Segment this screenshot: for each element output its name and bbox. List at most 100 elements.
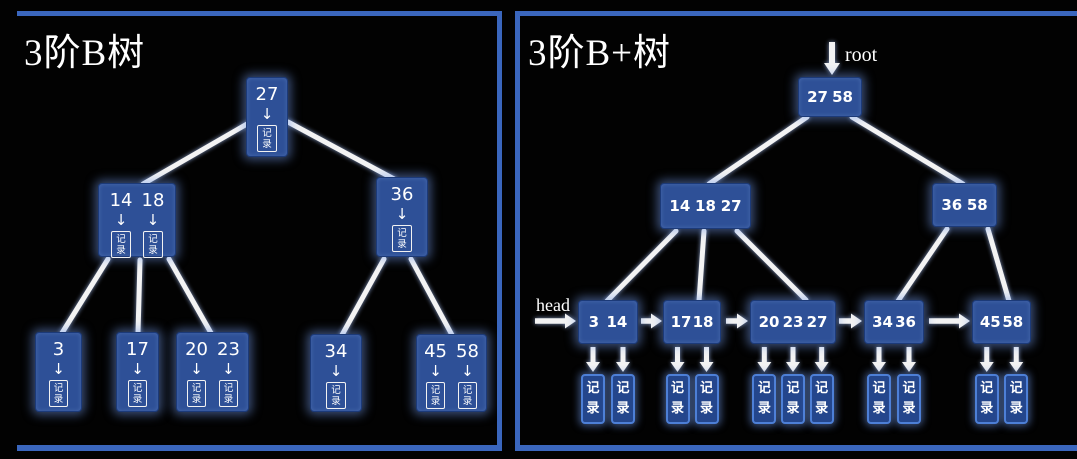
record-box: 记录 <box>48 380 69 407</box>
record-box: 记录 <box>781 374 805 424</box>
tree-edge <box>140 121 250 187</box>
record-label-char: 录 <box>902 401 916 416</box>
down-arrow-icon: ↓ <box>429 362 442 380</box>
node-key: 27 <box>720 197 742 215</box>
record-label-char: 录 <box>586 401 600 416</box>
record-arrow-icon <box>902 347 916 372</box>
record-box: 记录 <box>143 231 163 258</box>
record-box: 记录 <box>581 374 605 424</box>
record-label-char: 录 <box>815 401 829 416</box>
record-box: 记录 <box>809 374 834 424</box>
record-label-char: 录 <box>397 239 407 250</box>
tree-edge <box>895 226 950 304</box>
tree-edge <box>849 114 966 187</box>
tree-edge <box>604 228 679 304</box>
record-label-char: 录 <box>116 245 126 256</box>
bplustree-panel <box>515 11 1077 451</box>
node-key: 23 <box>217 339 240 360</box>
record-label-char: 录 <box>1009 401 1023 416</box>
record-label-char: 记 <box>223 383 234 394</box>
record-arrow-icon <box>616 347 630 372</box>
node-key: 18 <box>692 313 714 331</box>
record-label-char: 记 <box>980 381 994 396</box>
record-label-char: 记 <box>699 381 713 396</box>
record-box: 记录 <box>1004 374 1029 424</box>
leaf-link-arrow-icon <box>929 313 970 329</box>
record-arrow-icon <box>586 347 600 372</box>
node-key: 18 <box>695 197 716 215</box>
record-arrow-icon <box>872 347 886 372</box>
node-key-column: 3↓记录 <box>48 339 69 411</box>
node-key: 36 <box>941 196 963 214</box>
record-box: 记录 <box>974 374 999 424</box>
record-box: 记录 <box>867 374 891 424</box>
record-label-char: 记 <box>1009 381 1023 396</box>
tree-edge <box>135 257 143 336</box>
record-label-char: 记 <box>191 383 202 394</box>
record-arrow-icon <box>786 347 800 372</box>
record-arrow-icon <box>814 347 829 372</box>
node-key: 17 <box>126 339 149 360</box>
record-box: 记录 <box>186 380 207 407</box>
down-arrow-icon: ↓ <box>114 211 128 229</box>
btree-title: 3阶B树 <box>24 33 146 74</box>
node-key: 14 <box>606 313 628 331</box>
tree-edge <box>339 256 387 338</box>
record-label-char: 记 <box>116 234 126 245</box>
record-label-char: 录 <box>430 396 441 407</box>
node-key: 20 <box>185 339 208 360</box>
btree-node-34: 34↓记录 <box>310 334 362 412</box>
record-label-char: 记 <box>670 381 684 396</box>
record-label-char: 记 <box>902 381 916 396</box>
record-label-char: 录 <box>53 394 64 405</box>
record-box: 记录 <box>111 231 131 258</box>
record-label-char: 录 <box>223 394 234 405</box>
leaf-link-arrow-icon <box>726 313 748 329</box>
node-key-column: 18↓记录 <box>142 191 164 258</box>
tree-edge <box>59 256 111 336</box>
node-key: 17 <box>670 313 692 331</box>
record-box: 记录 <box>425 382 446 409</box>
record-box: 记录 <box>694 374 719 424</box>
record-label-char: 记 <box>331 385 341 396</box>
down-arrow-icon: ↓ <box>395 205 409 223</box>
node-key: 27 <box>807 88 828 106</box>
record-label-char: 录 <box>462 396 473 407</box>
record-box: 记录 <box>665 374 690 424</box>
record-label-char: 记 <box>132 383 143 394</box>
node-key: 45 <box>424 341 447 362</box>
node-key: 34 <box>872 313 893 331</box>
tree-edge <box>985 226 1012 304</box>
tree-edge <box>166 256 214 336</box>
node-key-column: 34↓记录 <box>324 341 348 411</box>
node-key-column: 58↓记录 <box>456 342 479 411</box>
node-key-column: 36↓记录 <box>391 185 413 256</box>
node-key: 58 <box>966 196 988 214</box>
down-arrow-icon: ↓ <box>190 360 203 378</box>
record-label-char: 记 <box>786 381 800 396</box>
record-label-char: 录 <box>872 401 886 416</box>
node-key: 58 <box>832 88 853 106</box>
record-box: 记录 <box>457 382 478 409</box>
record-box: 记录 <box>752 374 777 424</box>
node-key: 3 <box>52 339 65 360</box>
record-arrow-icon <box>979 347 994 372</box>
record-box: 记录 <box>326 382 346 409</box>
record-label-char: 记 <box>262 128 272 139</box>
node-key: 34 <box>324 341 348 362</box>
node-key-column: 20↓ 记录 <box>185 340 208 411</box>
bplustree-title: 3阶B+树 <box>528 33 672 74</box>
down-arrow-icon: ↓ <box>146 211 160 229</box>
record-label-char: 记 <box>872 381 886 396</box>
down-arrow-icon: ↓ <box>461 362 474 380</box>
head-arrow-icon <box>535 313 576 329</box>
node-key: 27 <box>806 313 828 331</box>
record-label-char: 记 <box>148 234 158 245</box>
node-key: 36 <box>895 313 916 331</box>
